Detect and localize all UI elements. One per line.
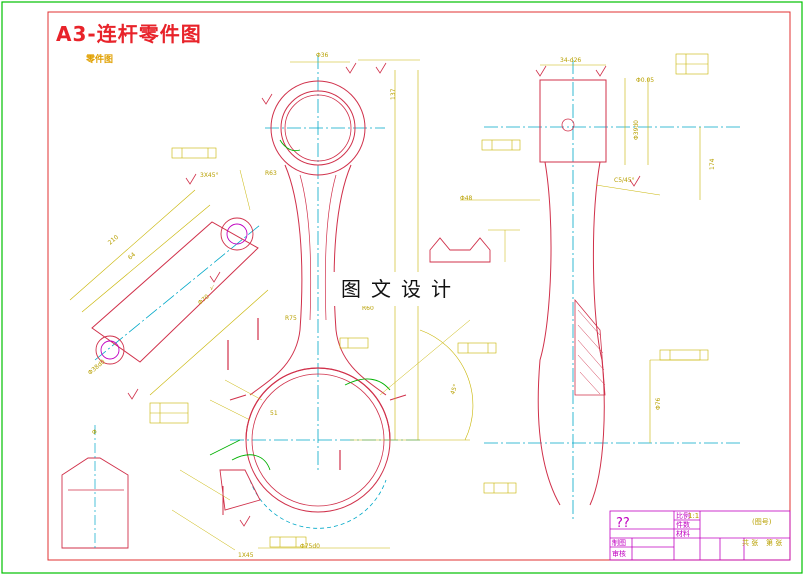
svg-text:45°: 45°: [449, 383, 459, 395]
svg-text:34-d26: 34-d26: [560, 57, 581, 64]
svg-text:210: 210: [107, 234, 120, 247]
svg-text:3X45°: 3X45°: [200, 172, 219, 179]
svg-text:R60: R60: [362, 305, 374, 312]
gdt-frames: [149, 53, 709, 548]
iso-view: 210 64 Φ38d0 Φ70 3X45°: [69, 169, 269, 396]
svg-text:Φ39d0: Φ39d0: [633, 120, 640, 140]
drawing-title: A3-连杆零件图: [56, 22, 202, 46]
svg-text:√: √: [210, 285, 214, 292]
svg-text:1X45: 1X45: [238, 552, 254, 559]
svg-text:Φ36: Φ36: [316, 52, 329, 59]
drawing-subtitle: 零件图: [86, 55, 114, 65]
svg-text:Φ76: Φ76: [655, 397, 662, 410]
roughness-marks: [127, 62, 641, 527]
section-views: Φ: [61, 229, 520, 549]
title-block: [609, 510, 791, 561]
svg-text:Φ48: Φ48: [460, 195, 473, 202]
svg-text:51: 51: [270, 410, 278, 417]
svg-text:R63: R63: [265, 170, 277, 177]
svg-text:Φ75d0: Φ75d0: [300, 543, 320, 550]
front-view: Φ36 Φ75d0 137 88 45° 51 R60 R75 1X45 R63…: [171, 52, 474, 559]
svg-text:174: 174: [709, 158, 716, 170]
svg-text:64: 64: [127, 251, 137, 261]
svg-text:R75: R75: [285, 315, 297, 322]
watermark-label: 图文设计: [326, 272, 476, 306]
side-view: 34-d26 Φ39d0 174 Φ76 C5/45° Φ48 Φ0.05: [460, 57, 740, 520]
svg-text:C5/45°: C5/45°: [614, 177, 635, 184]
svg-text:137: 137: [390, 88, 397, 100]
svg-text:Φ0.05: Φ0.05: [636, 77, 654, 84]
inner-frame: [47, 11, 791, 561]
svg-text:Φ38d0: Φ38d0: [87, 358, 107, 376]
svg-text:Φ: Φ: [92, 429, 97, 436]
